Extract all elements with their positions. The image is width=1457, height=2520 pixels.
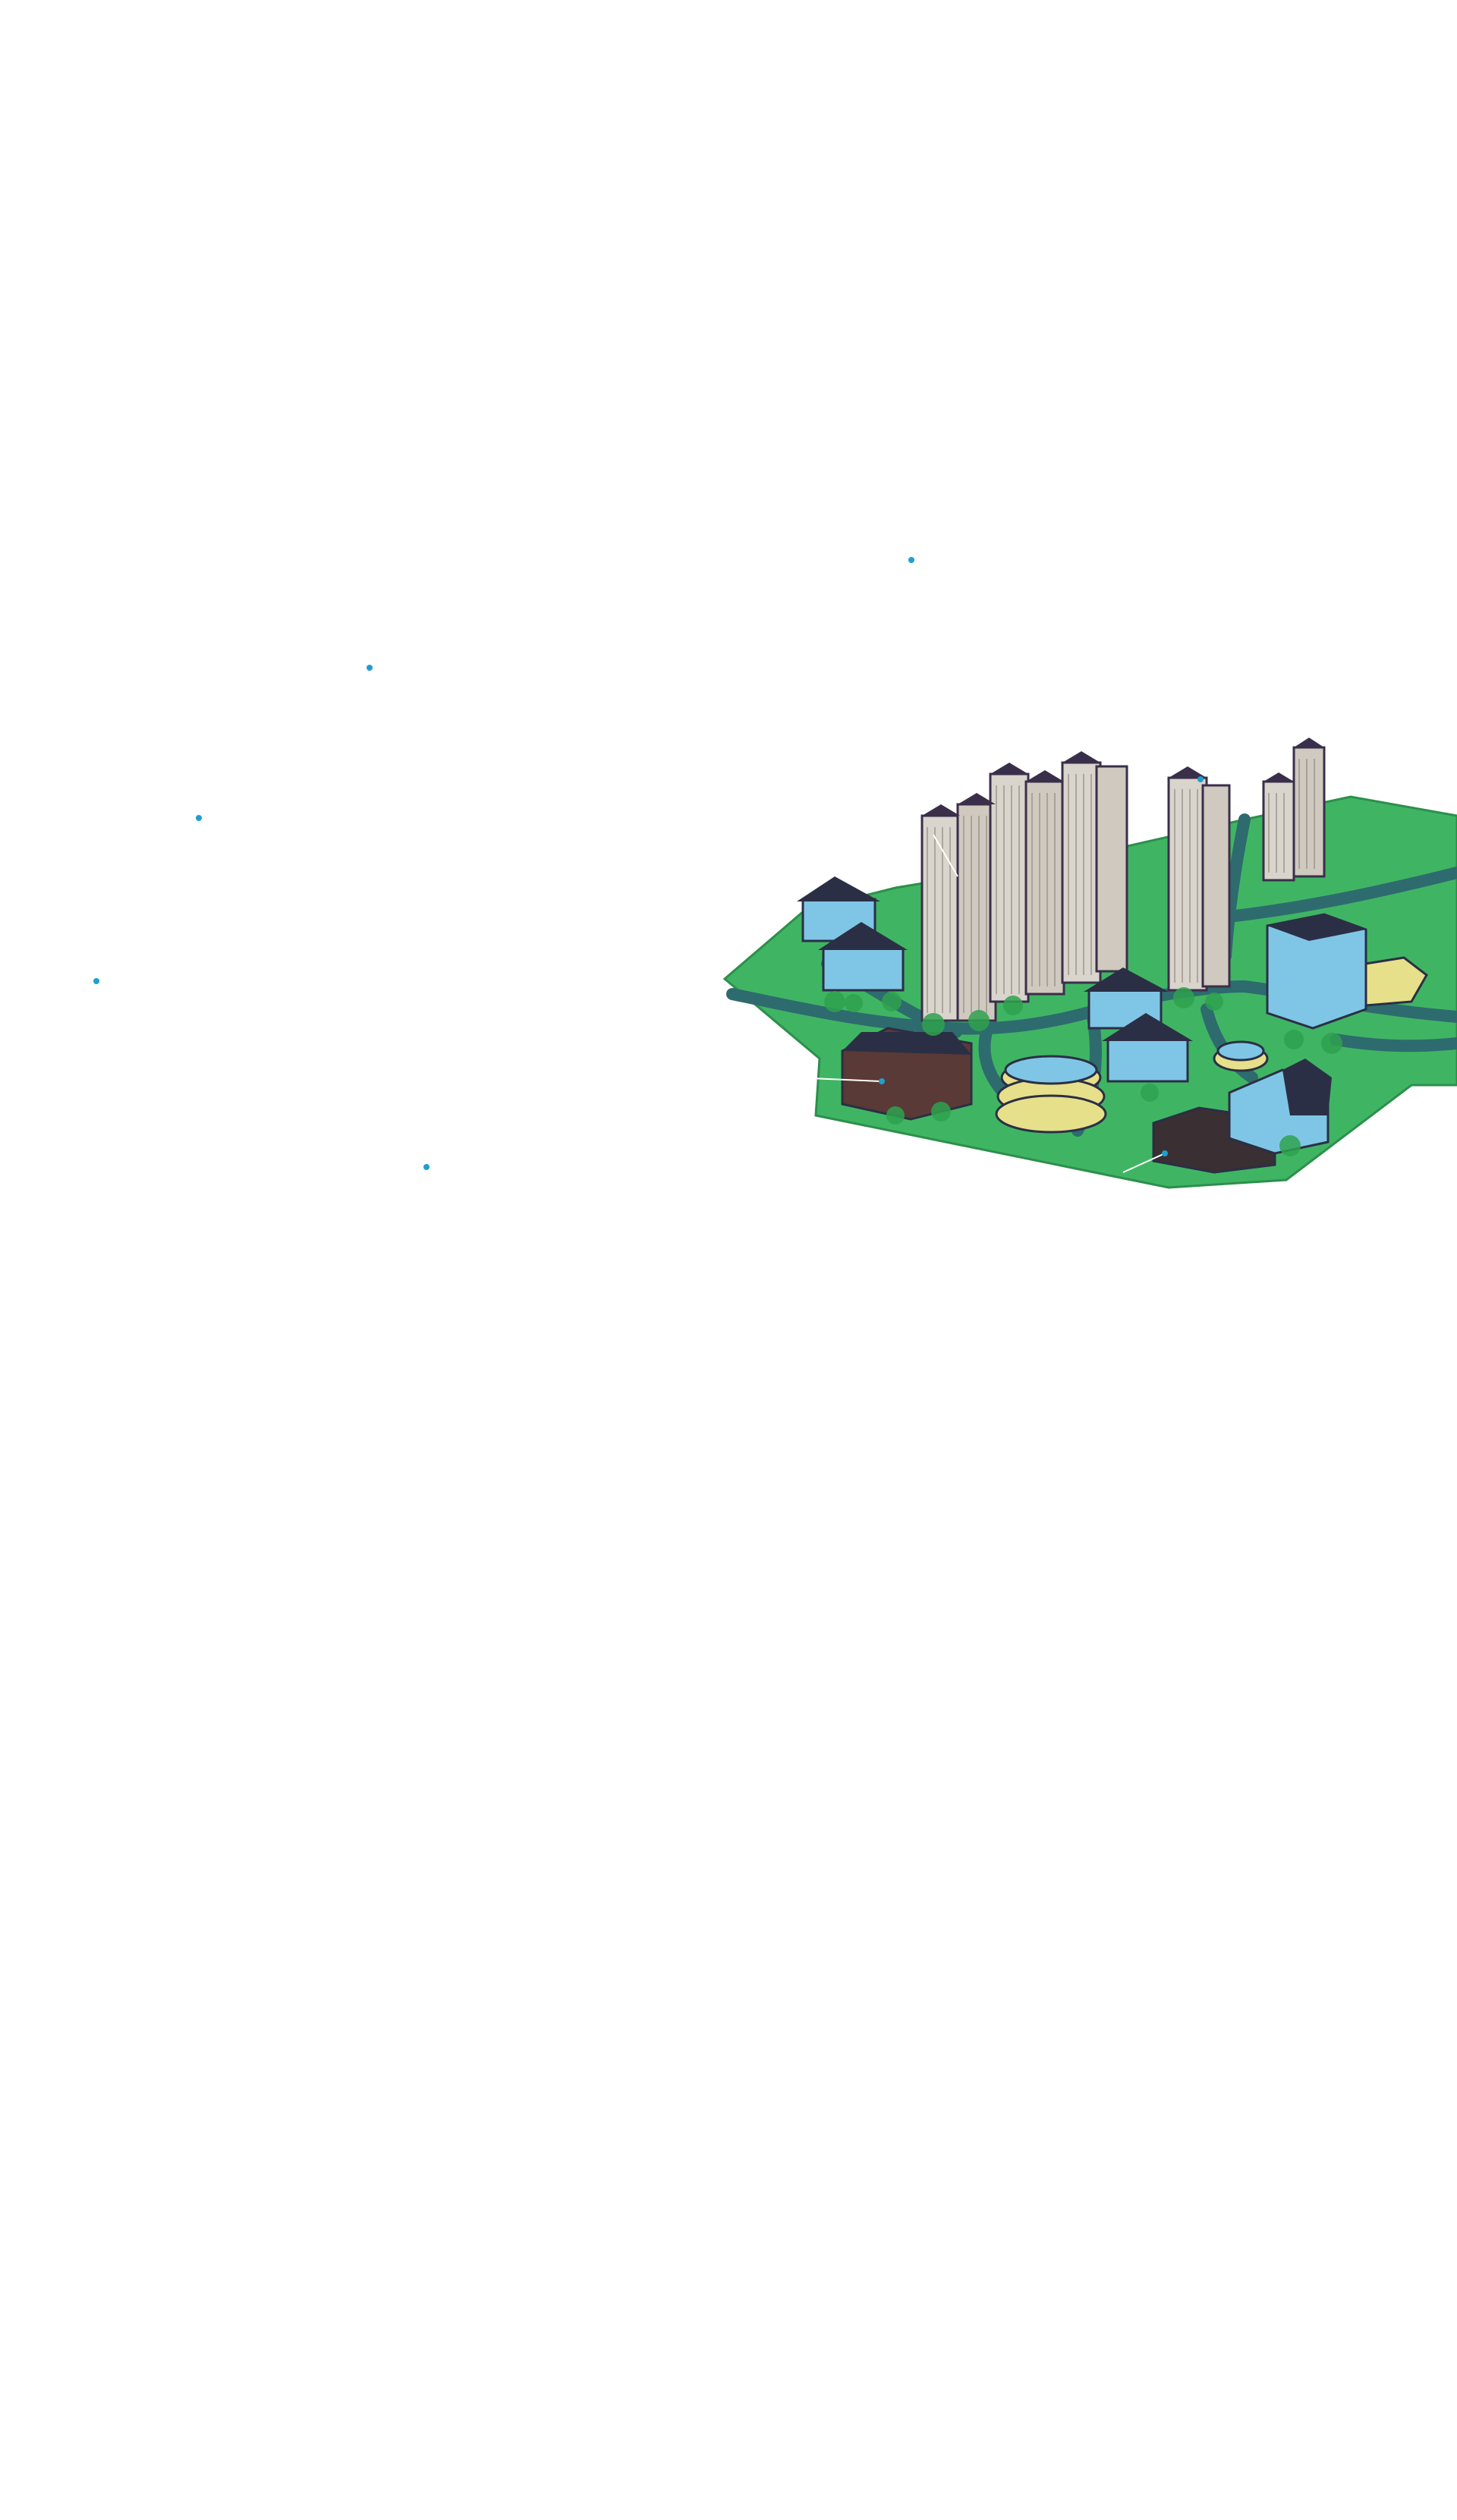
- hotspot-2[interactable]: [367, 665, 373, 671]
- hotspot-5[interactable]: [423, 1164, 430, 1170]
- building-markers: [879, 776, 1204, 1156]
- trees: [824, 987, 1342, 1156]
- leader-lines: [792, 834, 1166, 1173]
- houses-left: [797, 876, 908, 992]
- hotspot-4[interactable]: [93, 978, 99, 984]
- hotspot-1[interactable]: [908, 557, 914, 563]
- brick-building-right: [1152, 1059, 1332, 1174]
- tower-windows: [927, 759, 1315, 1013]
- glass-pavilion: [995, 1040, 1269, 1134]
- brick-building-left: [841, 1027, 973, 1121]
- hotspot-3[interactable]: [196, 815, 202, 821]
- houses-centre: [1084, 967, 1193, 1083]
- office-block: [1266, 913, 1428, 1030]
